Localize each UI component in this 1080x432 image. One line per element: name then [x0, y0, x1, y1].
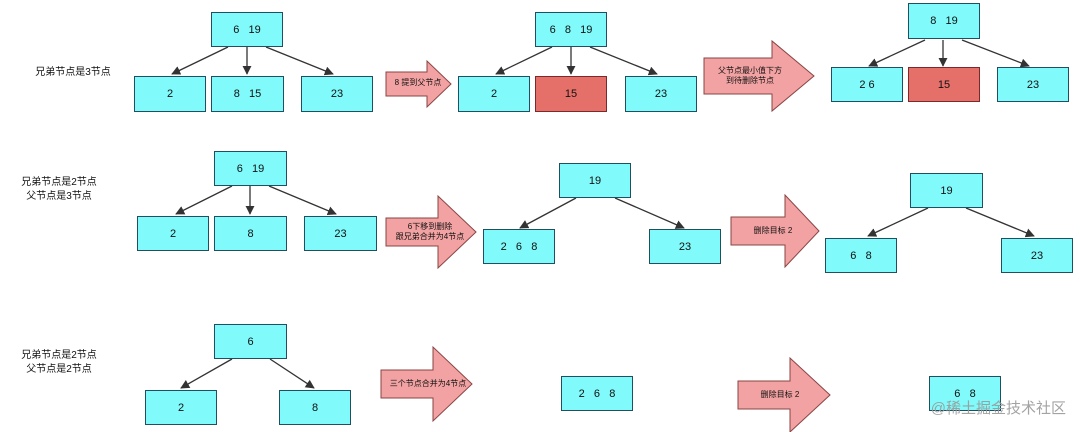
row2-edges [175, 185, 1035, 238]
row3-label: 兄弟节点是2节点 父节点是2节点 [21, 350, 97, 375]
row1-label: 兄弟节点是3节点 [35, 67, 111, 78]
arrow-r2-a [385, 194, 477, 270]
r1p1-child-node-3: 23 [301, 76, 373, 112]
r1p2-parent-node: 6 8 19 [535, 12, 607, 47]
arrow-r3-a [380, 345, 473, 423]
r2p1-parent-node: 6 19 [214, 151, 287, 186]
r1p2-child-node-1: 2 [458, 76, 530, 112]
arrow-r1-b-label: 父节点最小值下方 到待删除节点 [718, 66, 782, 85]
r1p3-child-node-3: 23 [997, 67, 1069, 102]
row3-edges [180, 358, 315, 389]
arrow-r3-a-label: 三个节点合并为4节点 [389, 379, 467, 388]
r3p1-child-node-2: 8 [279, 390, 351, 425]
arrow-r2-b-label: 删除目标 2 [753, 226, 793, 235]
r3p1-child-node-1: 2 [145, 390, 217, 425]
r3p3-merged-node: 6 8 [929, 376, 1001, 411]
arrow-r2-b [730, 193, 820, 269]
arrow-r1-a [385, 59, 452, 109]
r1p2-child-node-3: 23 [625, 76, 697, 112]
r1p2-child-node-2-target: 15 [535, 76, 607, 112]
r1p1-child-node-2: 8 15 [211, 76, 284, 112]
r1p3-child-node-2-target: 15 [908, 67, 980, 102]
row2-label: 兄弟节点是2节点 父节点是3节点 [21, 177, 97, 202]
arrow-r2-a-label: 6下移到删除 跟兄弟合并为4节点 [395, 222, 465, 241]
watermark: @稀土掘金技术社区 [930, 400, 1066, 417]
r1p3-child-node-1: 2 6 [831, 67, 903, 102]
r3p1-parent-node: 6 [214, 324, 287, 359]
arrow-r1-a-label: 8 提到父节点 [394, 78, 442, 87]
r2p3-child-node-2: 23 [1001, 238, 1073, 273]
r2p1-child-node-1: 2 [137, 216, 209, 251]
r1p3-parent-node: 8 19 [908, 3, 980, 39]
arrow-r3-b [737, 356, 831, 432]
arrow-r1-b [703, 39, 815, 113]
row1-edges [171, 39, 1030, 76]
r2p1-child-node-3: 23 [304, 216, 377, 251]
r3p2-merged-node: 2 6 8 [561, 376, 633, 411]
arrow-r3-b-label: 删除目标 2 [760, 390, 800, 399]
r2p3-child-node-1: 6 8 [825, 238, 897, 273]
r2p2-child-node-1: 2 6 8 [483, 229, 555, 264]
r2p2-child-node-2: 23 [649, 229, 721, 264]
r1p1-parent-node: 6 19 [211, 12, 283, 47]
block-arrows [380, 39, 831, 432]
r2p2-parent-node: 19 [559, 163, 631, 198]
r2p3-parent-node: 19 [910, 173, 983, 208]
r1p1-child-node-1: 2 [134, 76, 206, 112]
r2p1-child-node-2: 8 [214, 216, 287, 251]
